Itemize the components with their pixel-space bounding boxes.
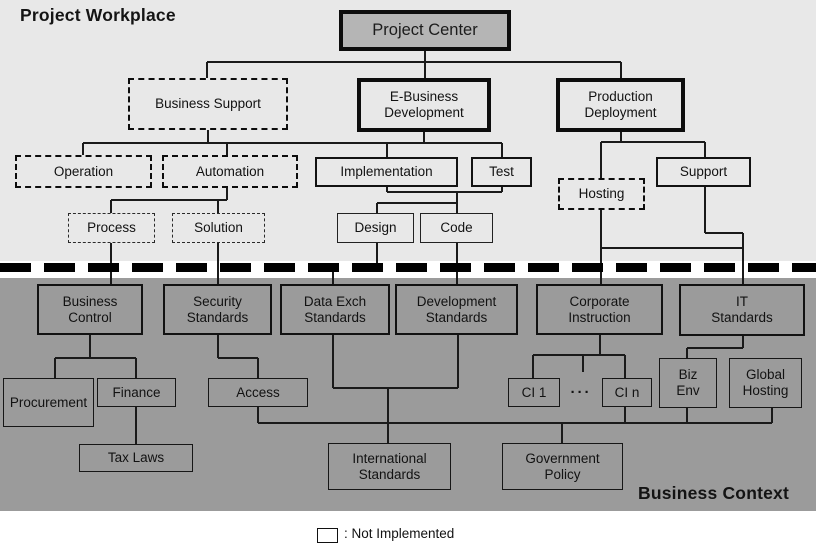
connector-line: [257, 358, 259, 378]
connector-line: [333, 387, 458, 389]
connector-line: [54, 358, 56, 378]
node-implementation: Implementation: [315, 157, 458, 187]
connector-line: [226, 188, 228, 200]
connector-line: [686, 348, 688, 358]
node-tax-laws: Tax Laws: [79, 444, 193, 472]
connector-line: [111, 199, 227, 201]
connector-line: [601, 141, 705, 143]
node-project-center: Project Center: [339, 10, 511, 51]
connector-line: [624, 407, 626, 423]
node-international-standards: International Standards: [328, 443, 451, 490]
connector-line: [332, 267, 334, 284]
connector-line: [687, 347, 743, 349]
connector-line: [423, 132, 425, 143]
connector-line: [704, 142, 706, 157]
node-biz-env: Biz Env: [659, 358, 717, 408]
connector-line: [742, 233, 744, 284]
connector-line: [686, 408, 688, 423]
connector-line: [206, 62, 208, 78]
connector-line: [386, 187, 388, 192]
node-government-policy: Government Policy: [502, 443, 623, 490]
node-access: Access: [208, 378, 308, 407]
connector-line: [501, 187, 503, 192]
node-ci-1: CI 1: [508, 378, 560, 407]
connector-line: [533, 354, 625, 356]
connector-line: [620, 62, 622, 78]
node-support: Support: [656, 157, 751, 187]
node-security-standards: Security Standards: [163, 284, 272, 335]
connector-line: [55, 357, 136, 359]
connector-line: [456, 192, 458, 203]
node-test: Test: [471, 157, 532, 187]
node-hosting: Hosting: [558, 178, 645, 210]
connector-line: [532, 355, 534, 378]
legend-not-implemented-box: [317, 528, 338, 543]
connector-line: [599, 335, 601, 355]
workplace-region-title: Project Workplace: [20, 5, 176, 25]
node-process: Process: [68, 213, 155, 243]
connector-line: [386, 143, 388, 157]
connector-line: [217, 335, 219, 358]
node-code: Code: [420, 213, 493, 243]
connector-line: [705, 232, 743, 234]
connector-line: [600, 142, 602, 178]
connector-line: [582, 355, 584, 372]
connector-line: [226, 143, 228, 155]
connector-line: [600, 210, 602, 284]
connector-line: [207, 130, 209, 143]
connector-line: [624, 355, 626, 378]
ellipsis-dots: ···: [570, 383, 592, 401]
connector-line: [218, 357, 258, 359]
node-operation: Operation: [15, 155, 152, 188]
connector-line: [456, 203, 458, 213]
connector-line: [620, 132, 622, 142]
connector-line: [135, 407, 137, 444]
connector-line: [110, 200, 112, 213]
node-business-control: Business Control: [37, 284, 143, 335]
connector-line: [771, 408, 773, 423]
connector-line: [424, 51, 426, 78]
node-finance: Finance: [97, 378, 176, 407]
node-it-standards: IT Standards: [679, 284, 805, 336]
connector-line: [89, 335, 91, 358]
connector-line: [704, 187, 706, 233]
connector-line: [377, 202, 457, 204]
connector-line: [501, 143, 503, 157]
node-procurement: Procurement: [3, 378, 94, 427]
connector-line: [742, 335, 744, 348]
node-business-support: Business Support: [128, 78, 288, 130]
legend-text: : Not Implemented: [344, 526, 455, 541]
connector-line: [376, 243, 378, 266]
connector-line: [207, 61, 621, 63]
connector-line: [561, 423, 563, 443]
connector-line: [258, 422, 772, 424]
node-corporate-instruction: Corporate Instruction: [536, 284, 663, 335]
connector-line: [217, 200, 219, 213]
connector-line: [257, 407, 259, 423]
connector-line: [387, 191, 502, 193]
connector-line: [601, 247, 743, 249]
node-design: Design: [337, 213, 414, 243]
node-ci-n: CI n: [602, 378, 652, 407]
divider-dashed-line: [0, 263, 816, 272]
node-data-exch-standards: Data Exch Standards: [280, 284, 390, 335]
node-production-deployment: Production Deployment: [556, 78, 685, 132]
connector-line: [457, 335, 459, 388]
connector-line: [376, 203, 378, 213]
node-ebusiness-development: E-Business Development: [357, 78, 491, 132]
node-solution: Solution: [172, 213, 265, 243]
node-global-hosting: Global Hosting: [729, 358, 802, 408]
connector-line: [387, 388, 389, 443]
connector-line: [332, 335, 334, 388]
context-region-title: Business Context: [638, 483, 790, 503]
node-automation: Automation: [162, 155, 298, 188]
connector-line: [82, 143, 84, 155]
connector-line: [135, 358, 137, 378]
connector-line: [83, 142, 502, 144]
node-development-standards: Development Standards: [395, 284, 518, 335]
